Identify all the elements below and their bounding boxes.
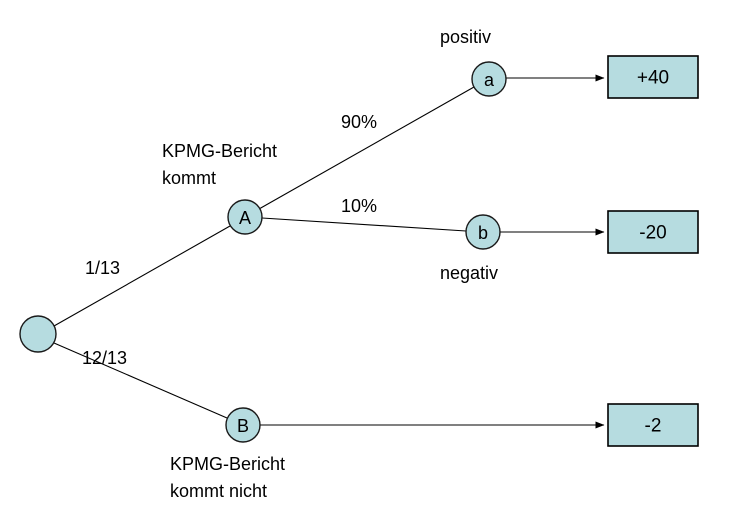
- node-b-small-label: b: [478, 223, 488, 243]
- payoff-box-minus-20[interactable]: -20: [607, 210, 699, 254]
- payoff-box-plus-40-rect[interactable]: [607, 55, 699, 99]
- payoff-box-plus-40-value: +40: [637, 68, 669, 89]
- node-a-small-label: a: [484, 70, 495, 90]
- branch-caption-lower-line2: kommt nicht: [170, 481, 267, 501]
- payoff-box-minus-20-value: -20: [639, 223, 666, 244]
- node-A-label: A: [239, 208, 251, 228]
- node-a-small[interactable]: a: [471, 61, 507, 97]
- node-A-circle[interactable]: [227, 199, 263, 235]
- node-root[interactable]: [19, 315, 57, 353]
- node-a-small-circle[interactable]: [471, 61, 507, 97]
- payoff-box-minus-2[interactable]: -2: [607, 403, 699, 447]
- node-B-circle[interactable]: [225, 407, 261, 443]
- branch-caption-upper-line2: kommt: [162, 168, 216, 188]
- edge-root-to-A: [53, 225, 231, 327]
- payoff-box-minus-2-rect[interactable]: [607, 403, 699, 447]
- probability-label-root-to-A: 1/13: [85, 258, 120, 278]
- payoff-box-minus-2-value: -2: [645, 416, 662, 437]
- branch-caption-upper-line1: KPMG-Bericht: [162, 141, 277, 161]
- edge-A-to-a: [258, 86, 475, 210]
- edge-root-to-B: [53, 342, 228, 419]
- node-b-small-circle[interactable]: [465, 214, 501, 250]
- payoff-box-plus-40[interactable]: +40: [607, 55, 699, 99]
- branch-caption-lower-line1: KPMG-Bericht: [170, 454, 285, 474]
- probability-label-A-to-a: 90%: [341, 112, 377, 132]
- probability-label-A-to-b: 10%: [341, 196, 377, 216]
- state-label-positiv: positiv: [440, 27, 491, 47]
- node-B[interactable]: B: [225, 407, 261, 443]
- node-A[interactable]: A: [227, 199, 263, 235]
- edge-A-to-b: [261, 217, 467, 232]
- probability-label-root-to-B: 12/13: [82, 348, 127, 368]
- node-B-label: B: [237, 416, 249, 436]
- payoff-box-minus-20-rect[interactable]: [607, 210, 699, 254]
- node-root-circle[interactable]: [19, 315, 57, 353]
- node-b-small[interactable]: b: [465, 214, 501, 250]
- state-label-negativ: negativ: [440, 263, 498, 283]
